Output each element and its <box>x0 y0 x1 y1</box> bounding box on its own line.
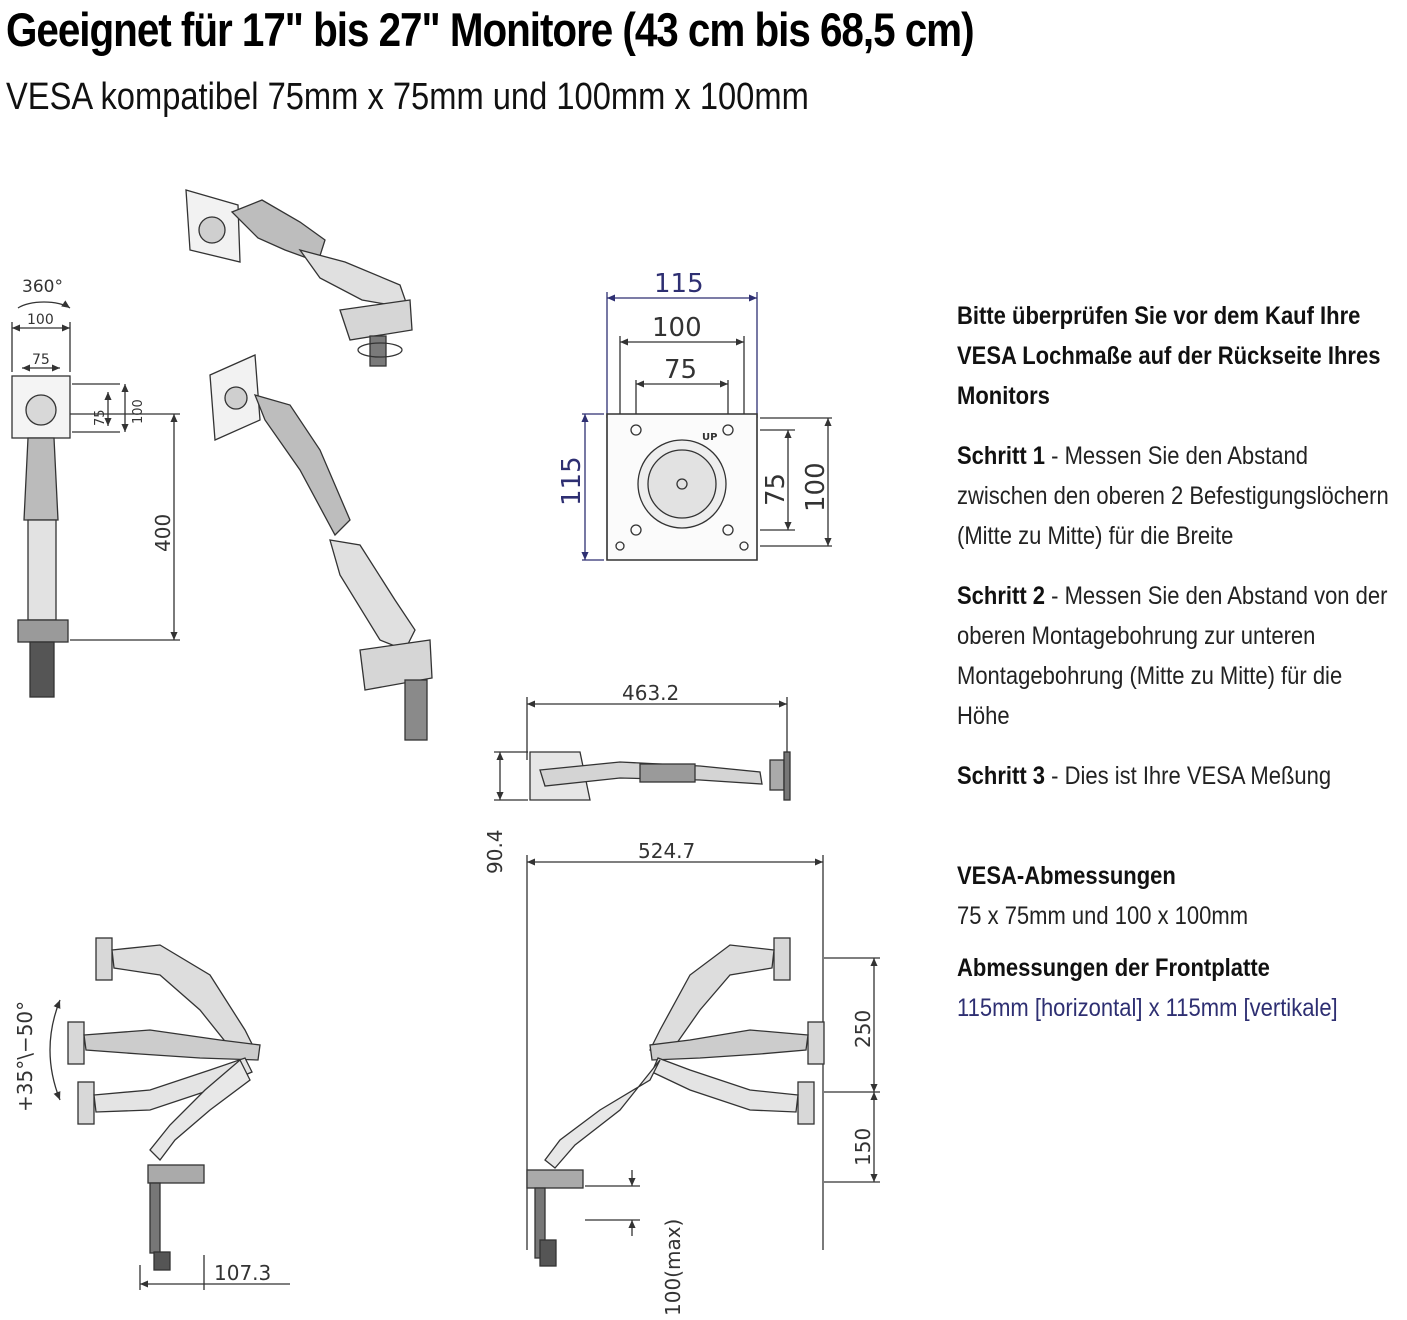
clamp-depth-label: 107.3 <box>214 1261 271 1285</box>
front-view: 360° 100 75 75 100 400 <box>11 277 180 698</box>
tilt-label: +35°\−50° <box>13 1001 37 1112</box>
vesa-heading: VESA-Abmessungen <box>957 862 1176 890</box>
plate-height-100-label: 100 <box>801 462 831 512</box>
step-1-label: Schritt 1 <box>957 442 1046 470</box>
front-width-100-label: 100 <box>27 312 54 328</box>
vesa-value: 75 x 75mm und 100 x 100mm <box>957 902 1249 930</box>
tilt-side-view: +35°\−50° 107.3 <box>13 937 290 1290</box>
rotation-arrow <box>17 300 71 309</box>
reach-label: 524.7 <box>638 839 695 863</box>
plate-height-75-label: 75 <box>761 473 791 506</box>
step-1-text: - Messen Sie den Abstand zwischen den ob… <box>957 442 1389 550</box>
perspective-arm-raised <box>209 354 433 741</box>
step-3: Schritt 3 - Dies ist Ihre VESA Meßung <box>957 756 1406 796</box>
plate-width-100-label: 100 <box>652 313 702 343</box>
plate-width-75-label: 75 <box>664 355 697 385</box>
front-height-75-label: 75 <box>93 409 108 426</box>
upper-range-label: 250 <box>851 1010 875 1048</box>
intro-note: Bitte überprüfen Sie vor dem Kauf Ihre V… <box>957 296 1406 416</box>
step-3-text: - Dies ist Ihre VESA Meßung <box>1045 762 1332 790</box>
vesa-info-panel: Bitte überprüfen Sie vor dem Kauf Ihre V… <box>957 296 1389 1048</box>
plate-dimensions: Abmessungen der Frontplatte 115mm [horizo… <box>957 948 1406 1028</box>
height-side-view: 524.7 250 150 100(max) <box>526 839 880 1316</box>
vesa-dimensions: VESA-Abmessungen 75 x 75mm und 100 x 100m… <box>957 856 1406 936</box>
step-1: Schritt 1 - Messen Sie den Abstand zwisc… <box>957 436 1406 556</box>
arm-depth-label: 90.4 <box>483 829 507 874</box>
page-subtitle: VESA kompatibel 75mm x 75mm und 100mm x … <box>6 76 809 118</box>
perspective-arm-illustration <box>185 189 413 367</box>
plate-height-115-label: 115 <box>557 456 587 506</box>
arm-length-label: 463.2 <box>622 681 679 705</box>
plate-value: 115mm [horizontal] x 115mm [vertikale] <box>957 994 1338 1022</box>
page-title: Geeignet für 17" bis 27" Monitore (43 cm… <box>6 3 975 56</box>
vesa-plate-drawing: 115 100 75 UP 115 75 100 <box>557 269 832 561</box>
plate-up-mark: UP <box>702 432 717 443</box>
plate-width-115-label: 115 <box>654 269 704 299</box>
front-height-100-label: 100 <box>131 399 146 424</box>
step-3-label: Schritt 3 <box>957 762 1046 790</box>
lower-range-label: 150 <box>851 1128 875 1166</box>
step-2-text: - Messen Sie den Abstand von der oberen … <box>957 582 1388 730</box>
pole-height-label: 400 <box>151 514 175 552</box>
step-2: Schritt 2 - Messen Sie den Abstand von d… <box>957 576 1406 736</box>
plate-heading: Abmessungen der Frontplatte <box>957 954 1270 982</box>
top-view: 463.2 90.4 <box>483 681 791 874</box>
front-width-75-label: 75 <box>32 352 50 368</box>
rotation-label: 360° <box>22 277 63 297</box>
desk-thickness-label: 100(max) <box>661 1219 685 1316</box>
intro-text: Bitte überprüfen Sie vor dem Kauf Ihre V… <box>957 302 1381 410</box>
step-2-label: Schritt 2 <box>957 582 1046 610</box>
